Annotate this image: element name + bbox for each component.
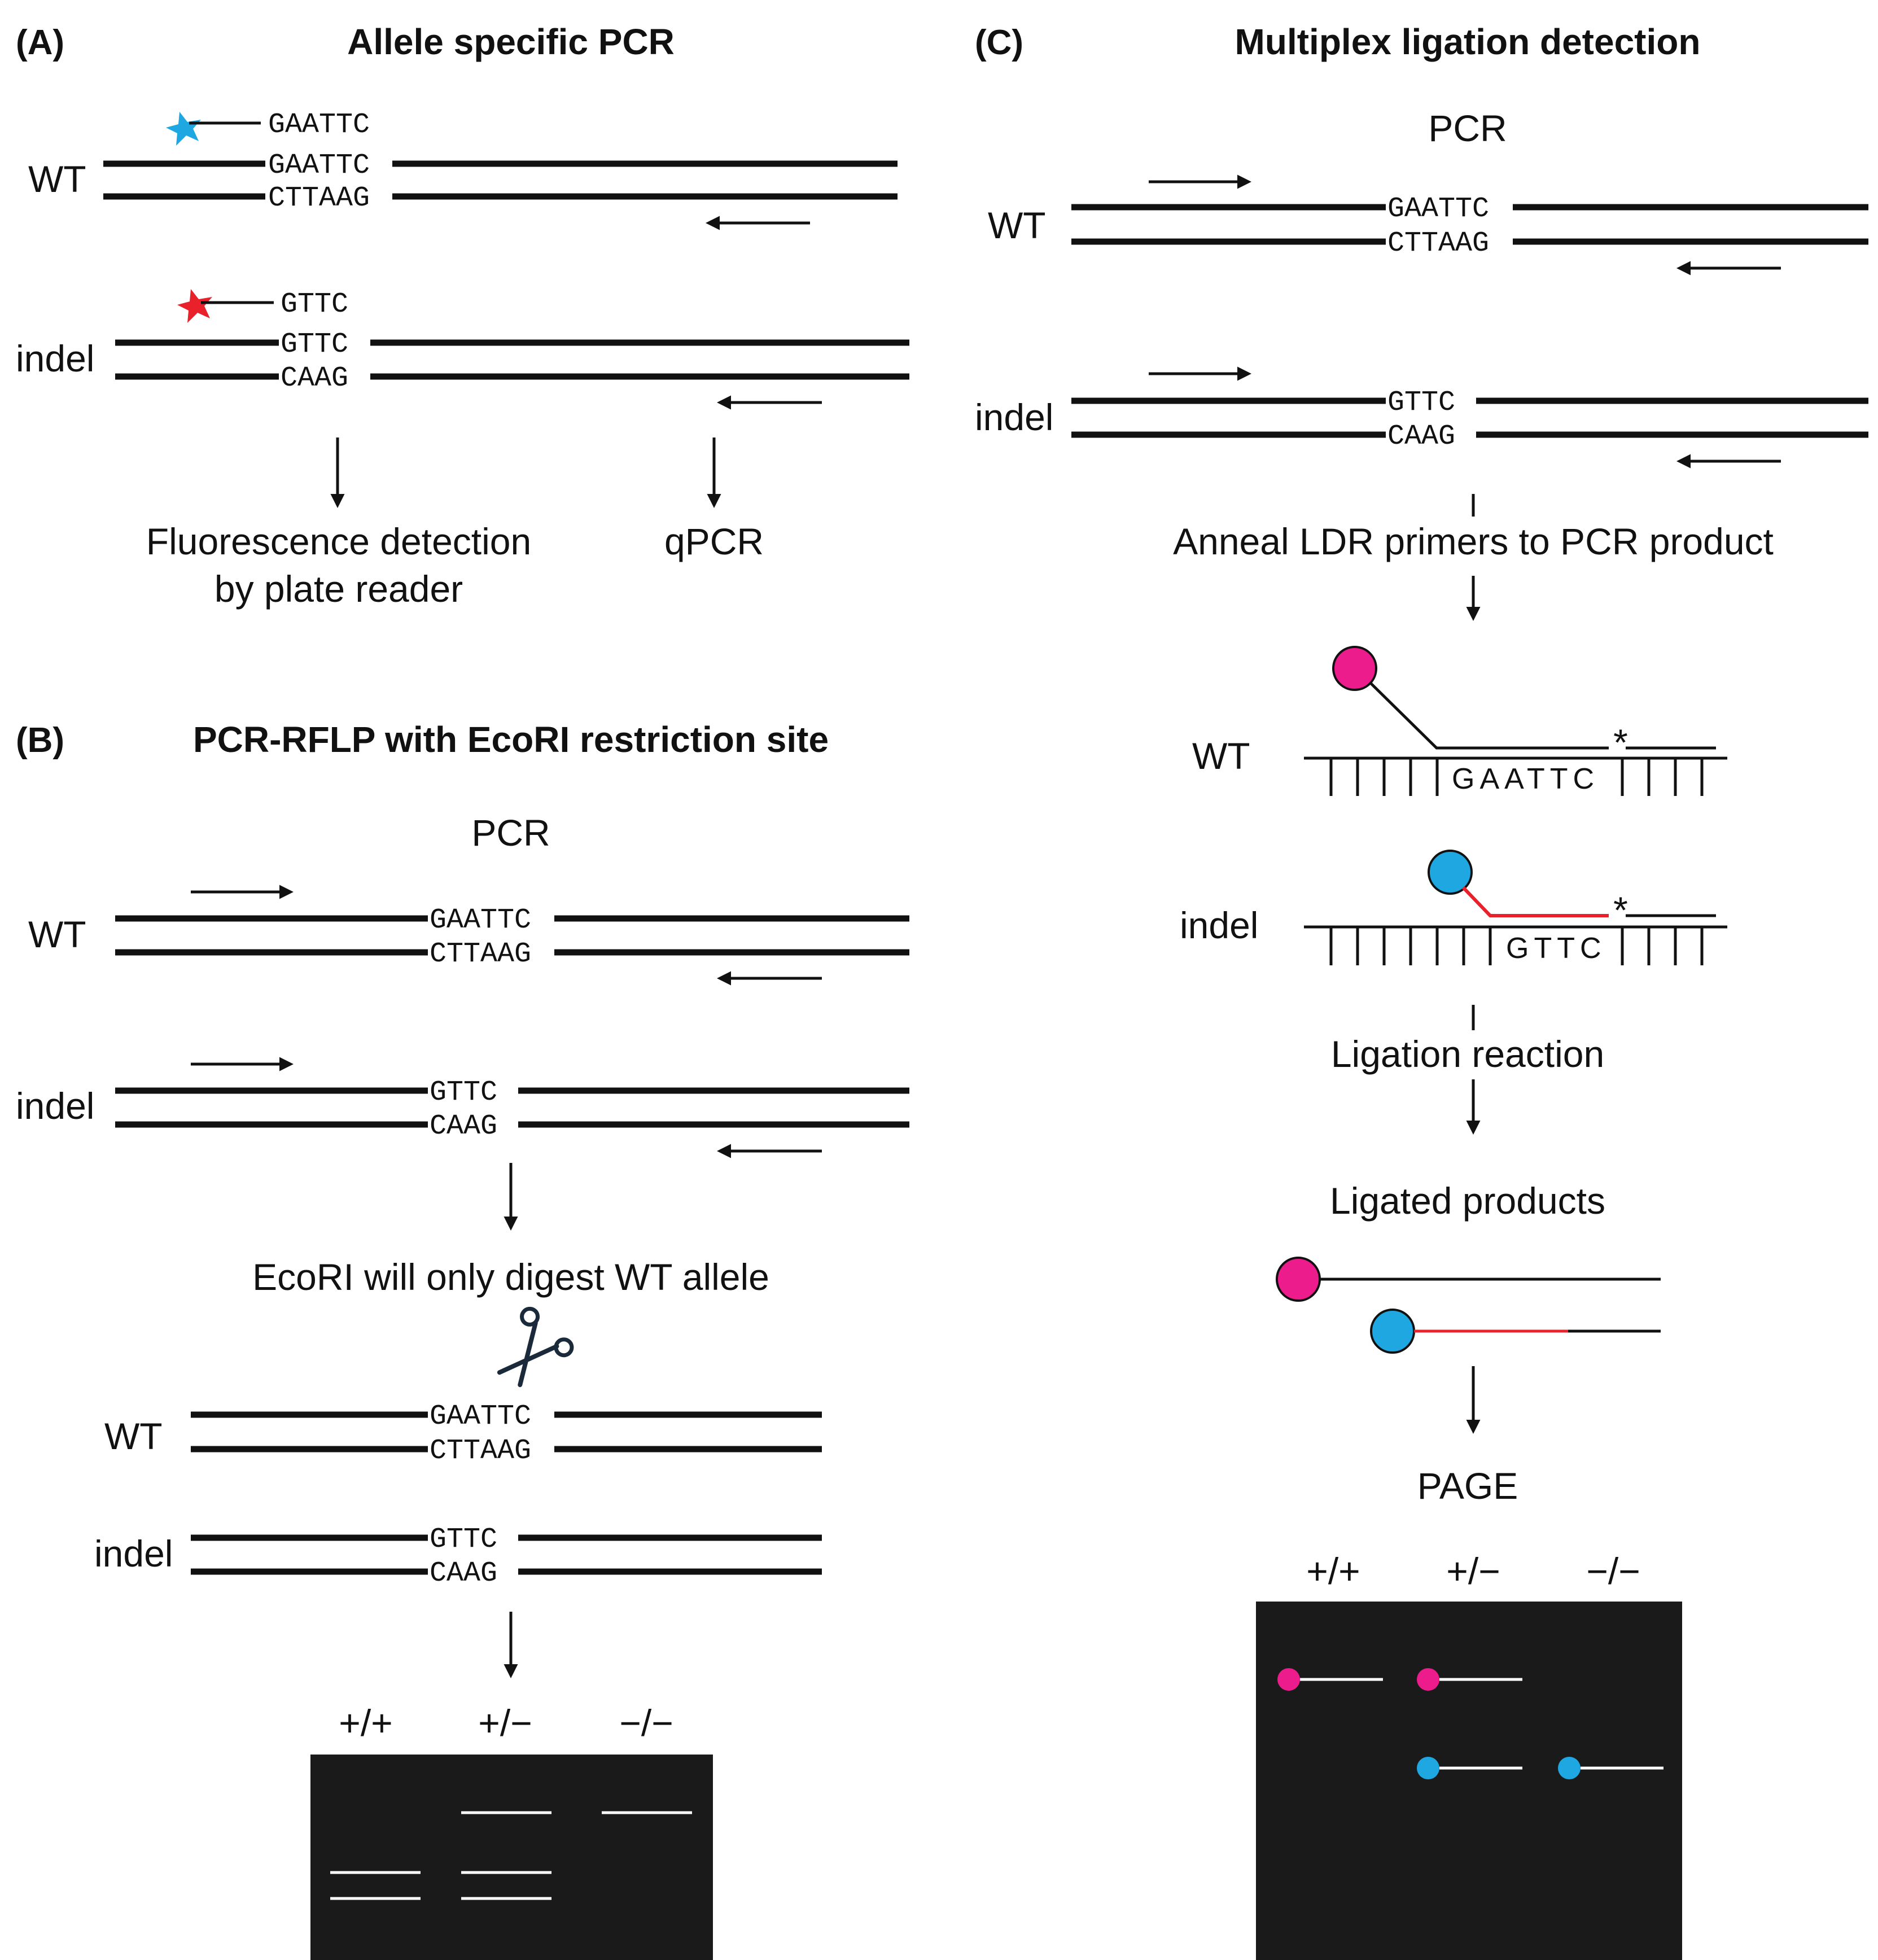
indel-top-seq: GTTC	[430, 1077, 497, 1109]
indel-ldr-probe-arm	[1461, 886, 1609, 917]
panel-a-title: Allele specific PCR	[347, 21, 675, 62]
wt-fluor-star-icon	[166, 112, 201, 146]
page-het-wt-band-dot	[1417, 1668, 1439, 1691]
anneal-text: Anneal LDR primers to PCR product	[1173, 520, 1774, 562]
fluor-outcome-line2: by plate reader	[214, 568, 463, 610]
indel-ligated-probe-dot	[1370, 1309, 1415, 1354]
page-gel	[1256, 1602, 1682, 1960]
indel-bottom-seq: CAAG	[1387, 421, 1455, 453]
ligation-text: Ligation reaction	[1331, 1033, 1604, 1075]
digest-text: EcoRI will only digest WT allele	[252, 1256, 769, 1298]
cut-indel-label: indel	[94, 1533, 173, 1574]
wt-ldr-probe-dot	[1332, 646, 1377, 691]
page-text: PAGE	[1417, 1465, 1518, 1507]
panel-c-label: (C)	[975, 23, 1023, 62]
page-lane-label: −/−	[1586, 1550, 1640, 1592]
panel-a-label: (A)	[16, 23, 64, 62]
cut-wt-bottom-seq: CTTAAG	[430, 1435, 531, 1467]
wt-bottom-seq: CTTAAG	[1387, 228, 1489, 260]
panel-a: (A) Allele specific PCR GAATTC WT GAATTC…	[16, 21, 909, 610]
panel-b-label: (B)	[16, 721, 64, 760]
panel-b-pcr-label: PCR	[471, 812, 550, 854]
wt-ligated-probe-dot	[1276, 1257, 1321, 1302]
indel-fluor-star-icon	[177, 289, 212, 323]
page-wt-band-dot	[1277, 1668, 1300, 1691]
gel-lane-label: +/+	[339, 1702, 392, 1744]
wt-top-seq: GAATTC	[430, 904, 531, 937]
wt-ldr-probe-arm	[1369, 682, 1609, 750]
wt-ldr-ligation-mark: *	[1613, 721, 1628, 763]
qpcr-outcome: qPCR	[664, 520, 764, 562]
indel-ldr-ligation-mark: *	[1613, 889, 1628, 931]
indel-label: indel	[16, 338, 94, 379]
indel-ldr-seq: GTTC	[1506, 932, 1606, 965]
indel-top-seq: GTTC	[281, 329, 348, 361]
indel-label: indel	[975, 396, 1053, 438]
wt-top-seq: GAATTC	[268, 150, 370, 182]
wt-bottom-seq: CTTAAG	[268, 182, 370, 215]
page-lane-label: +/−	[1446, 1550, 1500, 1592]
cut-indel-bottom-seq: CAAG	[430, 1558, 497, 1590]
panel-c: (C) Multiplex ligation detection PCR WT …	[975, 21, 1868, 1960]
indel-label: indel	[16, 1085, 94, 1127]
page-lane-label: +/+	[1306, 1550, 1360, 1592]
wt-ldr-template-bases	[1329, 758, 1704, 796]
wt-label: WT	[28, 158, 86, 200]
rflp-gel	[310, 1755, 713, 1960]
scissors-icon	[497, 1306, 574, 1388]
indel-probe-seq: GTTC	[281, 288, 348, 321]
indel-bottom-seq: CAAG	[430, 1110, 497, 1143]
wt-probe-seq: GAATTC	[268, 109, 370, 141]
fluor-outcome-line1: Fluorescence detection	[146, 520, 531, 562]
ligated-products-text: Ligated products	[1330, 1180, 1605, 1222]
panel-b-title: PCR-RFLP with EcoRI restriction site	[193, 719, 829, 760]
cut-indel-top-seq: GTTC	[430, 1524, 497, 1556]
ldr-wt-label: WT	[1192, 735, 1250, 777]
page-indel-band-dot	[1558, 1757, 1581, 1779]
indel-bottom-seq: CAAG	[281, 362, 348, 395]
cut-wt-label: WT	[104, 1415, 163, 1457]
gel-lane-label: −/−	[619, 1702, 673, 1744]
page-het-indel-band-dot	[1417, 1757, 1439, 1779]
wt-bottom-seq: CTTAAG	[430, 938, 531, 970]
ldr-indel-label: indel	[1180, 904, 1258, 946]
indel-ldr-template-bases	[1329, 927, 1704, 965]
wt-label: WT	[988, 204, 1046, 246]
wt-ldr-seq: GAATTC	[1452, 763, 1599, 795]
panel-c-pcr-label: PCR	[1428, 107, 1507, 149]
wt-top-seq: GAATTC	[1387, 193, 1489, 225]
indel-top-seq: GTTC	[1387, 387, 1455, 419]
wt-label: WT	[28, 913, 86, 955]
cut-wt-top-seq: GAATTC	[430, 1401, 531, 1433]
panel-c-title: Multiplex ligation detection	[1235, 21, 1701, 62]
gel-lane-label: +/−	[478, 1702, 532, 1744]
panel-b: (B) PCR-RFLP with EcoRI restriction site…	[16, 719, 909, 1960]
indel-ldr-probe-dot	[1428, 850, 1473, 895]
